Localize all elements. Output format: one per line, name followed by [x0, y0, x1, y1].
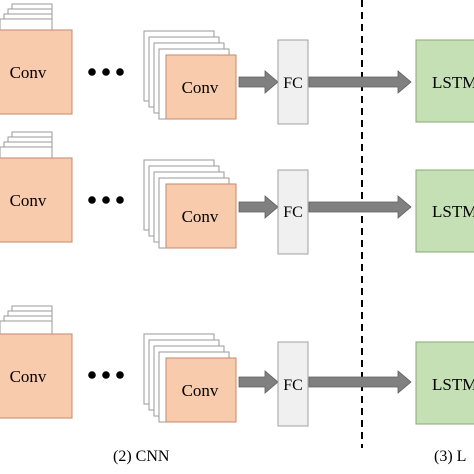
conv-stack-large: Conv	[0, 305, 73, 419]
arrow-icon	[308, 370, 412, 394]
conv-block-large-label: Conv	[10, 191, 47, 210]
conv-block-large	[0, 157, 73, 243]
conv-block-small-label: Conv	[182, 78, 219, 97]
conv-stack-small: Conv	[143, 159, 237, 249]
cnn-section-caption: (2) CNN	[113, 448, 170, 465]
ellipsis-icon	[88, 196, 124, 204]
arrow-icon	[238, 370, 279, 394]
lstm-block-label: LSTM	[432, 375, 474, 394]
ellipsis-icon	[88, 371, 124, 379]
row-2: Conv Conv FC LSTM	[0, 131, 474, 255]
arrow-icon	[238, 195, 279, 219]
fc-block-label: FC	[283, 204, 303, 221]
lstm-section-caption: (3) L	[434, 448, 467, 465]
conv-block-small-label: Conv	[182, 381, 219, 400]
conv-block-large-label: Conv	[10, 367, 47, 386]
lstm-block: LSTM	[415, 39, 474, 123]
conv-block-small	[165, 183, 237, 249]
conv-block-large-label: Conv	[10, 63, 47, 82]
conv-stack-small: Conv	[143, 333, 237, 423]
conv-block-large	[0, 29, 73, 115]
fc-block: FC	[277, 39, 309, 125]
row-3: Conv Conv FC LSTM	[0, 305, 474, 427]
conv-block-small	[165, 54, 237, 120]
ellipsis-icon	[88, 68, 124, 76]
lstm-block: LSTM	[415, 169, 474, 253]
row-1: Conv Conv FC LSTM	[0, 3, 474, 125]
fc-block: FC	[277, 341, 309, 427]
conv-block-small	[165, 357, 237, 423]
fc-block-label: FC	[283, 75, 303, 92]
arrow-icon	[308, 70, 412, 94]
fc-block-label: FC	[283, 377, 303, 394]
conv-stack-small: Conv	[143, 30, 237, 120]
fc-block: FC	[277, 169, 309, 255]
conv-block-small-label: Conv	[182, 207, 219, 226]
conv-block-large	[0, 333, 73, 419]
lstm-block: LSTM	[415, 341, 474, 425]
lstm-block-label: LSTM	[432, 202, 474, 221]
conv-stack-large: Conv	[0, 3, 73, 115]
arrow-icon	[308, 195, 412, 219]
conv-stack-large: Conv	[0, 131, 73, 243]
lstm-block-label: LSTM	[432, 73, 474, 92]
arrow-icon	[238, 70, 279, 94]
